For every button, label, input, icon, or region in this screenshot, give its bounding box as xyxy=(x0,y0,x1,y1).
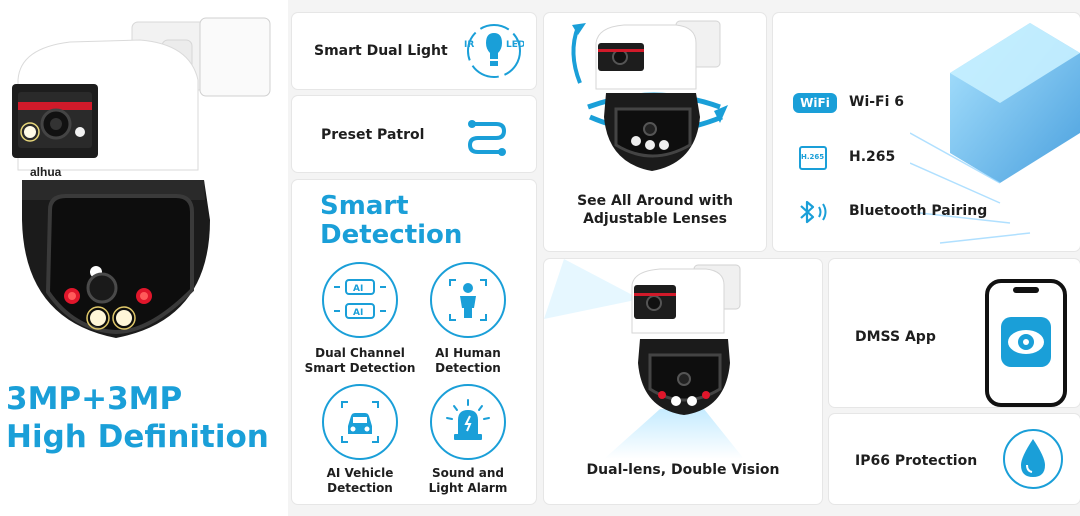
vehicle-icon xyxy=(322,384,398,460)
dual-lens-label: Dual-lens, Double Vision xyxy=(586,462,780,478)
card-preset-patrol: Preset Patrol xyxy=(292,96,536,172)
card-dual-lens: Dual-lens, Double Vision xyxy=(544,259,822,504)
see-all-around-line2: Adjustable Lenses xyxy=(583,210,727,227)
codec-label: H.265 xyxy=(849,149,896,166)
preset-patrol-label: Preset Patrol xyxy=(321,127,425,143)
bluetooth-icon xyxy=(800,200,827,224)
hero-title-line1: 3MP+3MP xyxy=(6,381,183,417)
vehicle-label: AI Vehicle Detection xyxy=(301,466,419,496)
alarm-label: Sound and Light Alarm xyxy=(409,466,527,496)
dmss-app-icon xyxy=(1001,317,1051,367)
wifi-row: WiFi Wi-Fi 6 xyxy=(793,93,904,113)
dual-channel-icon: AI AI xyxy=(322,262,398,338)
card-ip66: IP66 Protection xyxy=(829,414,1080,504)
alarm-label-line2: Light Alarm xyxy=(428,481,508,495)
hero-camera-image: alhua xyxy=(12,17,271,338)
alarm-icon xyxy=(430,384,506,460)
bluetooth-row: Bluetooth Pairing xyxy=(795,199,987,225)
rotating-camera-image xyxy=(571,20,728,171)
vehicle-label-line1: AI Vehicle xyxy=(326,466,394,480)
led-tag: LED xyxy=(506,40,524,50)
see-all-around-line1: See All Around with xyxy=(577,193,733,209)
see-all-around-label: See All Around with Adjustable Lenses xyxy=(544,193,766,228)
codec-row: H.265 H.265 xyxy=(793,141,895,175)
smart-detection-title: Smart Detection xyxy=(320,192,462,250)
alarm-label-line1: Sound and xyxy=(432,466,504,480)
smart-detection-title-line1: Smart xyxy=(320,191,409,221)
hero-title-line2: High Definition xyxy=(6,419,269,455)
bluetooth-label: Bluetooth Pairing xyxy=(849,203,988,220)
hero-panel: alhua 3MP+3MP High Definition xyxy=(0,0,288,516)
chip-text: H.265 xyxy=(801,153,825,161)
human-label: AI Human Detection xyxy=(409,346,527,376)
dual-channel-label: Dual Channel Smart Detection xyxy=(301,346,419,376)
dual-channel-label-line2: Smart Detection xyxy=(304,361,416,375)
card-see-all-around: See All Around with Adjustable Lenses xyxy=(544,13,766,251)
smart-dual-light-label: Smart Dual Light xyxy=(314,43,448,59)
phone-image xyxy=(985,279,1067,407)
wifi-label: Wi-Fi 6 xyxy=(849,94,905,111)
human-icon xyxy=(430,262,506,338)
vehicle-label-line2: Detection xyxy=(327,481,393,495)
smart-detection-title-line2: Detection xyxy=(320,220,463,250)
card-smart-detection: Smart Detection AI AI Dual Channel Smart… xyxy=(292,180,536,504)
dual-lens-camera-image xyxy=(544,259,744,459)
ai-badge-top: AI xyxy=(353,284,363,294)
dual-channel-label-line1: Dual Channel xyxy=(315,346,405,360)
chip-icon: H.265 xyxy=(793,141,833,175)
card-smart-dual-light: Smart Dual Light IR LED xyxy=(292,13,536,89)
ai-badge-bottom: AI xyxy=(353,308,363,318)
dmss-label: DMSS App xyxy=(855,329,936,345)
card-dmss-app: DMSS App xyxy=(829,259,1080,407)
network-cube-image xyxy=(910,23,1080,244)
patrol-route-icon xyxy=(467,120,507,156)
wifi-badge-icon: WiFi xyxy=(793,93,837,113)
human-label-line2: Detection xyxy=(435,361,501,375)
card-connectivity: WiFi Wi-Fi 6 H.265 H.265 Bluetooth Pairi… xyxy=(773,13,1080,251)
ir-tag: IR xyxy=(464,40,474,50)
dual-light-icon: IR LED xyxy=(464,24,524,78)
water-drop-icon xyxy=(1003,429,1063,489)
ip66-label: IP66 Protection xyxy=(855,453,978,469)
brand-logo: alhua xyxy=(30,165,62,179)
human-label-line1: AI Human xyxy=(435,346,501,360)
hero-title: 3MP+3MP High Definition xyxy=(6,380,269,456)
